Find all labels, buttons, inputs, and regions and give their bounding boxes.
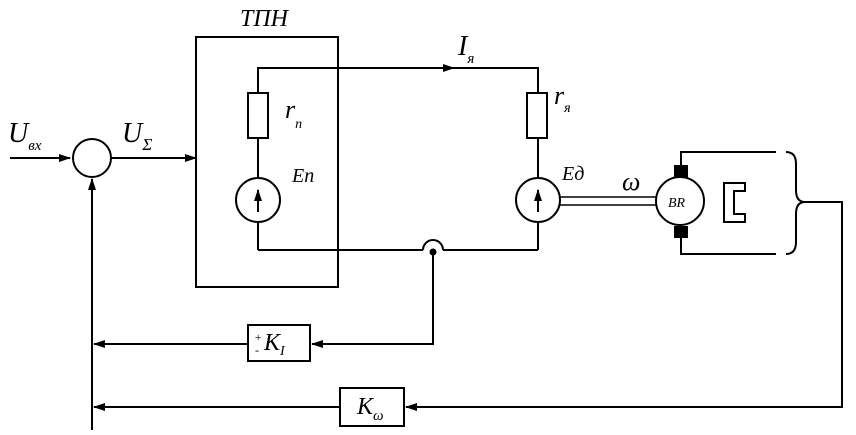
resistor-ra bbox=[526, 92, 548, 139]
field-winding bbox=[723, 182, 746, 223]
k-i-plus: + bbox=[254, 330, 262, 344]
resistor-rp bbox=[247, 92, 269, 139]
sensor-node bbox=[429, 248, 437, 256]
top-wire bbox=[257, 67, 539, 93]
tpn-block bbox=[195, 36, 339, 288]
curly-brace bbox=[785, 151, 806, 255]
ra-label: rя bbox=[554, 81, 571, 116]
rp-label: rп bbox=[285, 95, 302, 132]
tacho-bottom-wire bbox=[680, 238, 776, 255]
ed-label: Ед bbox=[561, 163, 584, 185]
brush-bottom bbox=[674, 226, 688, 238]
br-label: BR bbox=[668, 196, 686, 211]
summing-junction bbox=[72, 138, 112, 178]
brush-top bbox=[674, 165, 688, 177]
k-omega-label: Kω bbox=[356, 394, 384, 424]
u-sum-label: UΣ bbox=[122, 118, 152, 154]
current-sensor bbox=[422, 239, 444, 251]
i-a-label: Iя bbox=[457, 31, 474, 67]
omega-label: ω bbox=[622, 167, 640, 196]
k-i-minus: - bbox=[255, 343, 259, 357]
k-i-label: KI bbox=[263, 330, 286, 359]
tpn-label: ТПН bbox=[240, 6, 290, 32]
tacho-top-wire bbox=[680, 151, 776, 165]
en-label: Еп bbox=[291, 165, 314, 187]
speed-feedback-wire bbox=[405, 201, 843, 411]
current-feedback-wire bbox=[311, 255, 434, 348]
u-in-label: Uвх bbox=[8, 118, 42, 154]
